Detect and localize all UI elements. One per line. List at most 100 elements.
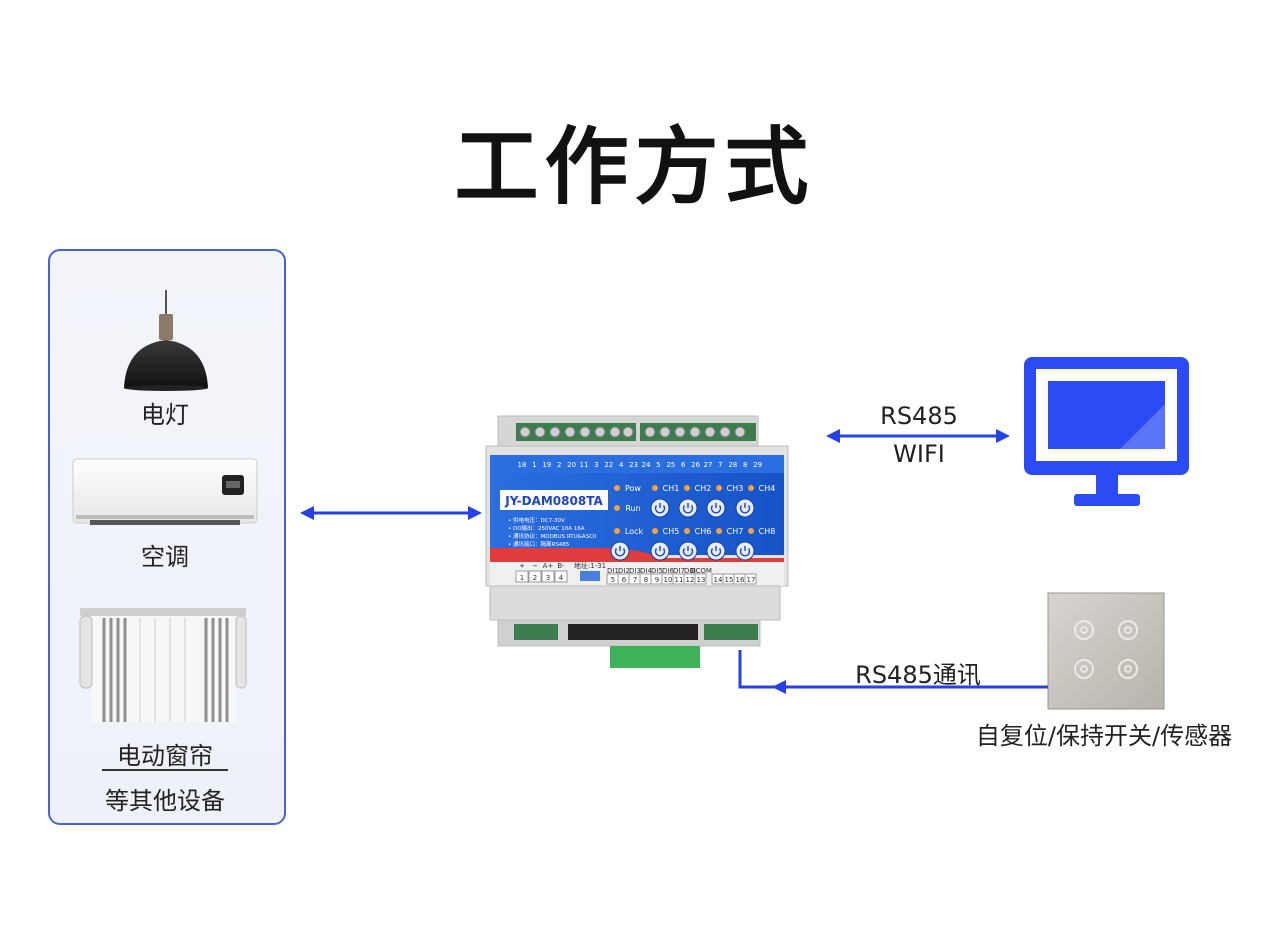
top-terminal-number: 18: [518, 461, 527, 469]
power-glyph: [739, 505, 751, 514]
led-label: CH6: [695, 527, 712, 536]
led-indicator: [684, 528, 690, 534]
power-glyph: [682, 505, 694, 514]
di-label: DI5: [651, 567, 663, 575]
top-terminal-number: 26: [691, 461, 700, 469]
led-indicator: [652, 528, 658, 534]
bottom-terminal-number: 9: [655, 576, 659, 584]
bottom-terminal-number: 3: [546, 574, 550, 582]
device-label-aircon: 空调: [141, 543, 189, 571]
link-label-rs485: RS485: [880, 402, 958, 430]
di-label: DCOM: [690, 567, 712, 575]
top-terminal-number: 25: [666, 461, 675, 469]
led-indicator: [748, 528, 754, 534]
di-label: DI4: [640, 567, 652, 575]
bottom-terminal-number: 4: [559, 574, 564, 582]
led-label: CH7: [727, 527, 744, 536]
top-terminal-number: 6: [681, 461, 686, 469]
bottom-terminal-number: 10: [664, 576, 673, 584]
di-label: DI3: [629, 567, 641, 575]
top-terminal-number: 8: [743, 461, 747, 469]
top-terminal-number: 28: [728, 461, 737, 469]
top-terminal-number: 2: [557, 461, 561, 469]
di-label: DI7: [673, 567, 685, 575]
device-label-lamp: 电灯: [141, 401, 189, 429]
terminal-box: [554, 570, 568, 583]
led-indicator: [652, 485, 658, 491]
top-terminal-number: 1: [532, 461, 536, 469]
led-indicator: [614, 485, 620, 491]
di-label: DI2: [618, 567, 630, 575]
lamp-icon: [124, 290, 208, 391]
di-label: DI6: [662, 567, 674, 575]
touch-switch-icon: [1047, 592, 1165, 710]
bottom-terminal-number: 14: [714, 576, 723, 584]
monitor-icon: [1024, 357, 1189, 506]
top-terminal-number: 3: [594, 461, 598, 469]
terminal-box: [541, 570, 555, 583]
top-terminal-number: 5: [656, 461, 660, 469]
di-label: DI8: [684, 567, 696, 575]
power-glyph: [654, 548, 666, 557]
power-glyph: [682, 548, 694, 557]
page-title: 工作方式: [454, 118, 815, 216]
spec-line: • 通讯协议：MODBUS RTU&ASCII: [508, 532, 597, 540]
power-glyph: [654, 505, 666, 514]
led-label: CH1: [663, 484, 680, 493]
led-label: Pow: [625, 484, 641, 493]
panel-module-arrow: [300, 506, 482, 520]
bottom-terminal-number: 5: [611, 576, 615, 584]
top-terminal-number: 7: [718, 461, 722, 469]
top-terminal-number: 27: [704, 461, 713, 469]
top-terminal-number: 4: [619, 461, 624, 469]
top-terminal-number: 29: [753, 461, 762, 469]
bottom-terminal-number: 2: [533, 574, 537, 582]
power-glyph: [739, 548, 751, 557]
terminal-box: [528, 570, 542, 583]
bottom-terminal-number: 11: [675, 576, 684, 584]
address-label: 地址:1-31: [574, 561, 606, 570]
device-divider: [102, 769, 228, 771]
pin-label: −: [532, 562, 538, 570]
led-label: CH5: [663, 527, 680, 536]
terminal-box: [515, 570, 529, 583]
led-indicator: [748, 485, 754, 491]
bottom-terminal-number: 13: [697, 576, 706, 584]
pin-label: B-: [557, 562, 565, 570]
led-label: CH3: [727, 484, 744, 493]
top-terminal-number: 24: [642, 461, 651, 469]
switch-module-arrow: [738, 650, 1048, 694]
power-glyph: [710, 548, 722, 557]
module-monitor-arrow: [826, 429, 1010, 443]
led-label: CH8: [759, 527, 776, 536]
spec-line: • DO输出：250VAC 10A 16A: [508, 524, 585, 532]
device-label-curtain: 电动窗帘: [117, 742, 213, 770]
switch-label: 自复位/保持开关/传感器: [975, 722, 1233, 750]
led-indicator: [614, 528, 620, 534]
led-indicator: [614, 505, 620, 511]
top-terminal-number: 20: [567, 461, 576, 469]
bottom-terminal-number: 17: [747, 576, 756, 584]
pin-label: A+: [543, 562, 554, 570]
power-glyph: [614, 548, 626, 557]
top-terminal-number: 23: [629, 461, 638, 469]
link-label-wifi: WIFI: [893, 440, 945, 468]
top-terminal-number: 19: [542, 461, 551, 469]
dip-switch[interactable]: [580, 571, 600, 581]
bottom-terminal-number: 16: [736, 576, 745, 584]
di-label: DI1: [607, 567, 619, 575]
bottom-terminal-number: 12: [686, 576, 695, 584]
top-terminal-number: 22: [604, 461, 613, 469]
led-label: CH2: [695, 484, 712, 493]
led-label-lock: Lock: [625, 527, 644, 536]
bottom-terminal-number: 15: [725, 576, 734, 584]
link-label-rs485-comm: RS485通讯: [855, 661, 981, 689]
led-label: CH4: [759, 484, 776, 493]
module-model-label: JY-DAM0808TA: [504, 494, 603, 508]
led-indicator: [684, 485, 690, 491]
led-label-run: Run: [625, 504, 640, 513]
bottom-terminal-number: 7: [633, 576, 637, 584]
